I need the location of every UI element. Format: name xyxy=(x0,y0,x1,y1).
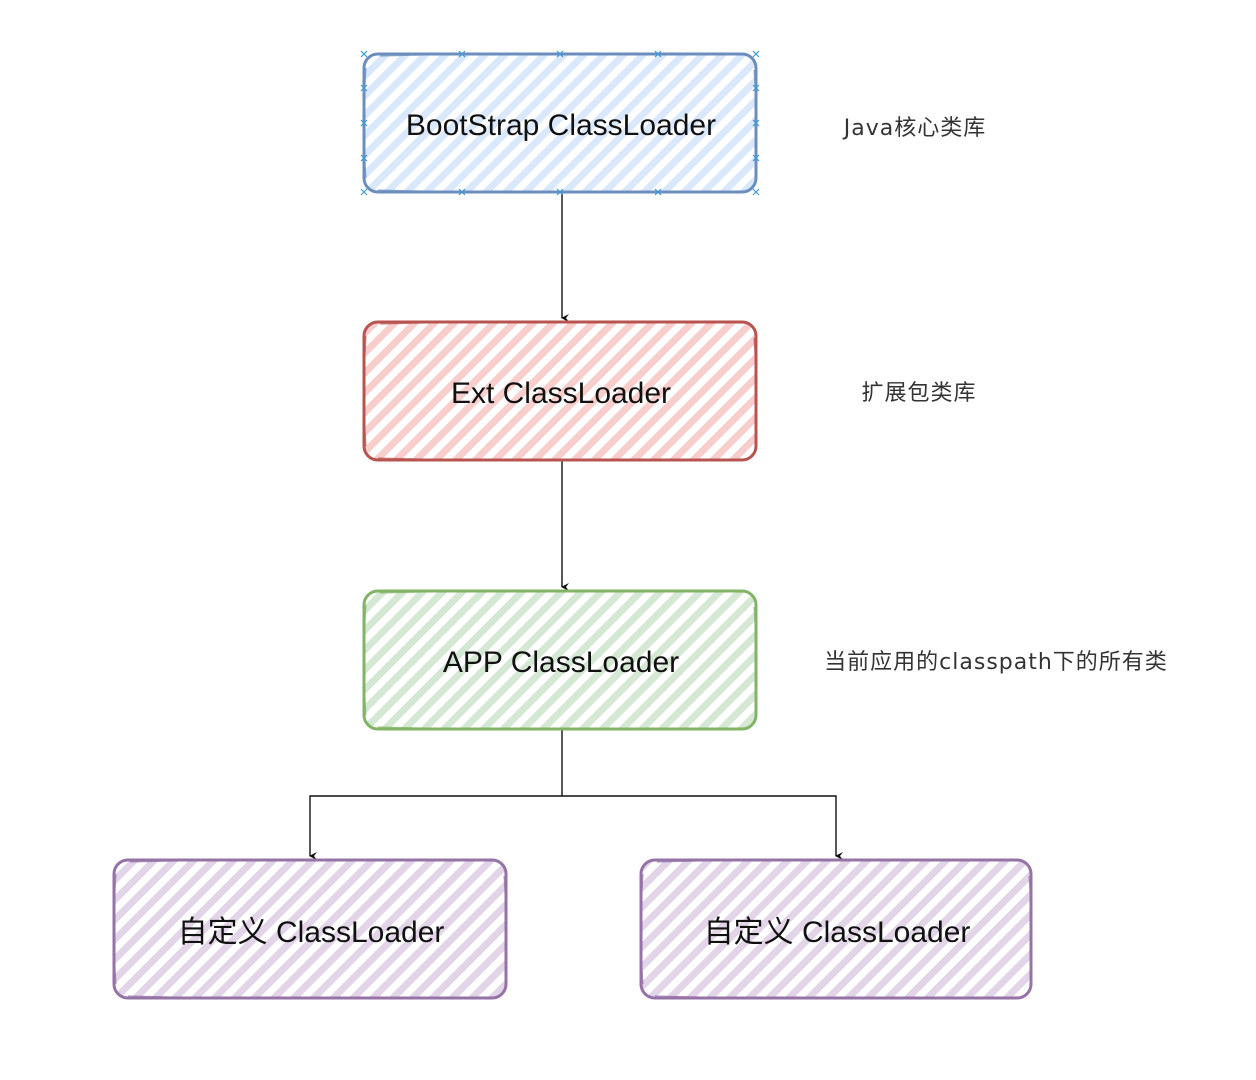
note-ext: 扩展包类库 xyxy=(861,381,976,406)
node-bootstrap-label: BootStrap ClassLoader xyxy=(406,109,716,142)
note-app: 当前应用的classpath下的所有类 xyxy=(824,650,1168,675)
node-custom-left-sketch-stroke xyxy=(113,858,507,1000)
node-ext-classloader[interactable]: Ext ClassLoader xyxy=(362,320,758,462)
node-app-sketch-stroke xyxy=(363,589,757,731)
node-custom-right-sketch-stroke xyxy=(640,858,1032,1000)
node-custom-classloader-right[interactable]: 自定义 ClassLoader xyxy=(639,858,1033,1000)
edge-app-to-custom-left xyxy=(309,730,563,860)
node-ext-sketch-stroke xyxy=(363,320,757,462)
selection-handles xyxy=(360,50,760,196)
node-ext-label: Ext ClassLoader xyxy=(451,377,671,410)
edge-app-to-custom-right xyxy=(562,795,843,860)
node-custom-left-label: 自定义 ClassLoader xyxy=(178,916,445,949)
note-bootstrap: Java核心类库 xyxy=(842,116,986,141)
node-bootstrap-classloader[interactable]: BootStrap ClassLoader xyxy=(360,50,760,196)
connectors xyxy=(309,193,843,860)
node-custom-right-label: 自定义 ClassLoader xyxy=(704,916,971,949)
node-custom-classloader-left[interactable]: 自定义 ClassLoader xyxy=(112,858,508,1000)
node-app-classloader[interactable]: APP ClassLoader xyxy=(362,589,758,731)
node-app-label: APP ClassLoader xyxy=(443,646,679,679)
